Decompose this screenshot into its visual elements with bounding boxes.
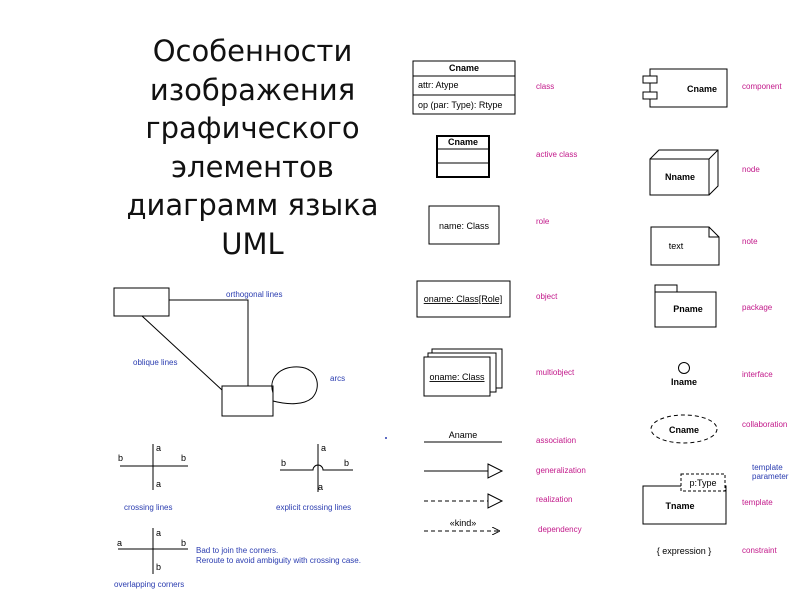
class-attr: attr: Atype xyxy=(418,80,459,90)
interface-name: Iname xyxy=(671,377,697,387)
active-class-name: Cname xyxy=(448,137,478,147)
class-op: op (par: Type): Rtype xyxy=(418,100,502,110)
note-text: text xyxy=(669,241,684,251)
explicit-a-top: a xyxy=(321,443,326,453)
component-name: Cname xyxy=(687,84,717,94)
title-line: изображения xyxy=(149,72,356,107)
overlapping-label: overlapping corners xyxy=(114,580,184,589)
object-text: oname: Class[Role] xyxy=(424,294,503,304)
collaboration-label: collaboration xyxy=(742,420,787,429)
oblique-label: oblique lines xyxy=(133,358,177,367)
node-label: node xyxy=(742,165,760,174)
association-name: Aname xyxy=(449,430,478,440)
object-label: object xyxy=(536,292,558,301)
overlap-a-top: a xyxy=(156,528,161,538)
active-class-label: active class xyxy=(536,150,577,159)
class-name: Cname xyxy=(449,63,479,73)
crossing-a-bottom: a xyxy=(156,479,161,489)
arc-line xyxy=(271,366,318,405)
realization-label: realization xyxy=(536,495,572,504)
orthogonal-label: orthogonal lines xyxy=(226,290,282,299)
stray-dot xyxy=(385,437,387,439)
template-param-label-2: parameter xyxy=(752,472,789,481)
explicit-b-right: b xyxy=(344,458,349,468)
collaboration-name: Cname xyxy=(669,425,699,435)
template-param-label-1: template xyxy=(752,463,783,472)
component-symbol xyxy=(642,68,728,108)
template-symbol xyxy=(642,473,727,525)
crossing-b-right: b xyxy=(181,453,186,463)
multiobject-label: multiobject xyxy=(536,368,575,377)
constraint-label: constraint xyxy=(742,546,777,555)
crossing-b-left: b xyxy=(118,453,123,463)
orthogonal-line xyxy=(169,299,249,386)
generalization-arrow xyxy=(424,463,504,479)
multiobject-symbol xyxy=(423,348,503,397)
overlap-b-right: b xyxy=(181,538,186,548)
role-text: name: Class xyxy=(439,221,490,231)
class-label: class xyxy=(536,82,554,91)
crossing-a-top: a xyxy=(156,443,161,453)
object-symbol xyxy=(416,280,511,318)
overlapping-corners-group xyxy=(118,528,188,574)
explicit-b-left: b xyxy=(281,458,286,468)
multiobject-text: oname: Class xyxy=(429,372,485,382)
interface-symbol xyxy=(678,362,690,374)
box-a xyxy=(113,287,170,317)
line-styles-group xyxy=(113,287,318,417)
package-symbol xyxy=(654,284,717,328)
crossing-label: crossing lines xyxy=(124,503,172,512)
overlap-b-bottom: b xyxy=(156,562,161,572)
title-line: диаграмм языка xyxy=(126,188,379,222)
class-symbol xyxy=(412,60,516,115)
role-symbol xyxy=(428,205,500,245)
explicit-crossing-group xyxy=(280,444,353,492)
title-line: UML xyxy=(221,226,284,261)
oblique-line xyxy=(141,315,223,391)
template-param: p:Type xyxy=(689,478,716,488)
template-label: template xyxy=(742,498,773,507)
dependency-label: dependency xyxy=(538,525,582,534)
component-label: component xyxy=(742,82,782,91)
box-b xyxy=(221,385,274,417)
node-name: Nname xyxy=(665,172,695,182)
realization-arrow xyxy=(424,493,504,509)
note-symbol xyxy=(650,226,720,266)
explicit-label: explicit crossing lines xyxy=(276,503,351,512)
active-class-symbol xyxy=(436,135,490,178)
title-line: графического xyxy=(145,111,360,145)
package-label: package xyxy=(742,303,773,312)
overlap-note-1: Bad to join the corners. xyxy=(196,546,278,555)
association-label: association xyxy=(536,436,576,445)
arcs-label: arcs xyxy=(330,374,345,383)
package-name: Pname xyxy=(673,304,703,314)
note-label: note xyxy=(742,237,758,246)
role-label: role xyxy=(536,217,550,226)
explicit-a-bottom: a xyxy=(318,482,323,492)
page-title: Особенности изображения графического эле… xyxy=(100,32,405,263)
collaboration-symbol xyxy=(650,414,718,444)
node-symbol xyxy=(649,149,719,196)
overlap-note-2: Reroute to avoid ambiguity with crossing… xyxy=(196,556,361,565)
interface-label: interface xyxy=(742,370,773,379)
template-name: Tname xyxy=(665,501,694,511)
constraint-text: { expression } xyxy=(657,546,712,556)
title-line: элементов xyxy=(171,149,334,184)
overlap-a-left: a xyxy=(117,538,122,548)
title-line: Особенности xyxy=(152,34,353,68)
dependency-kind: «kind» xyxy=(450,518,477,528)
crossing-lines-group xyxy=(120,444,188,490)
generalization-label: generalization xyxy=(536,466,586,475)
